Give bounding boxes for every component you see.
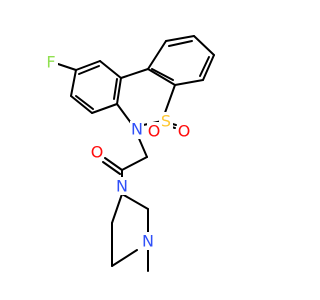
atom-label-n-pip-bottom: N: [142, 232, 154, 251]
bond: [75, 60, 101, 71]
bond: [102, 161, 121, 175]
bond: [99, 60, 122, 79]
bond: [113, 78, 118, 100]
bond: [111, 193, 123, 224]
bond: [104, 157, 123, 171]
bond: [202, 54, 215, 81]
atom-label-o-s-right: O: [178, 122, 191, 141]
fluorine-atom: F: [44, 53, 58, 72]
bond: [57, 63, 77, 71]
oxygen-s-left-atom: O: [147, 122, 161, 141]
bond: [78, 65, 100, 75]
bond: [147, 40, 167, 70]
bond: [116, 77, 122, 105]
atom-label-s: S: [161, 112, 171, 131]
bond: [147, 68, 176, 86]
bond: [121, 193, 149, 210]
nitrogen-sultam-atom: N: [130, 120, 144, 139]
nitrogen-pip-top-atom: N: [115, 177, 129, 196]
bond: [168, 40, 193, 47]
atom-label-n-sultam: N: [131, 120, 143, 139]
bond-layer: [57, 35, 215, 272]
bond: [193, 35, 215, 56]
oxygen-carbonyl-atom: O: [90, 143, 104, 162]
atom-label-n-pip-top: N: [116, 177, 128, 196]
nitrogen-pip-bottom-atom: N: [141, 232, 155, 251]
oxygen-s-right-atom: O: [177, 122, 191, 141]
atom-label-f: F: [46, 53, 55, 72]
bond: [91, 103, 118, 114]
bond: [121, 156, 148, 171]
sulfur-atom: S: [159, 112, 173, 131]
molecule-diagram: F N S O O O: [44, 35, 215, 272]
bond: [120, 68, 149, 79]
bond: [75, 95, 94, 110]
bond: [111, 249, 138, 267]
structure-svg: F N S O O O: [44, 35, 215, 272]
bond: [70, 95, 93, 114]
bond: [165, 35, 195, 42]
atom-label-o-s-left: O: [148, 122, 161, 141]
bond: [151, 68, 174, 81]
bond: [174, 79, 204, 86]
atom-layer: F N S O O O: [44, 53, 191, 251]
bond: [199, 56, 210, 77]
atom-label-o-carbonyl: O: [91, 143, 104, 162]
bond: [70, 69, 77, 97]
